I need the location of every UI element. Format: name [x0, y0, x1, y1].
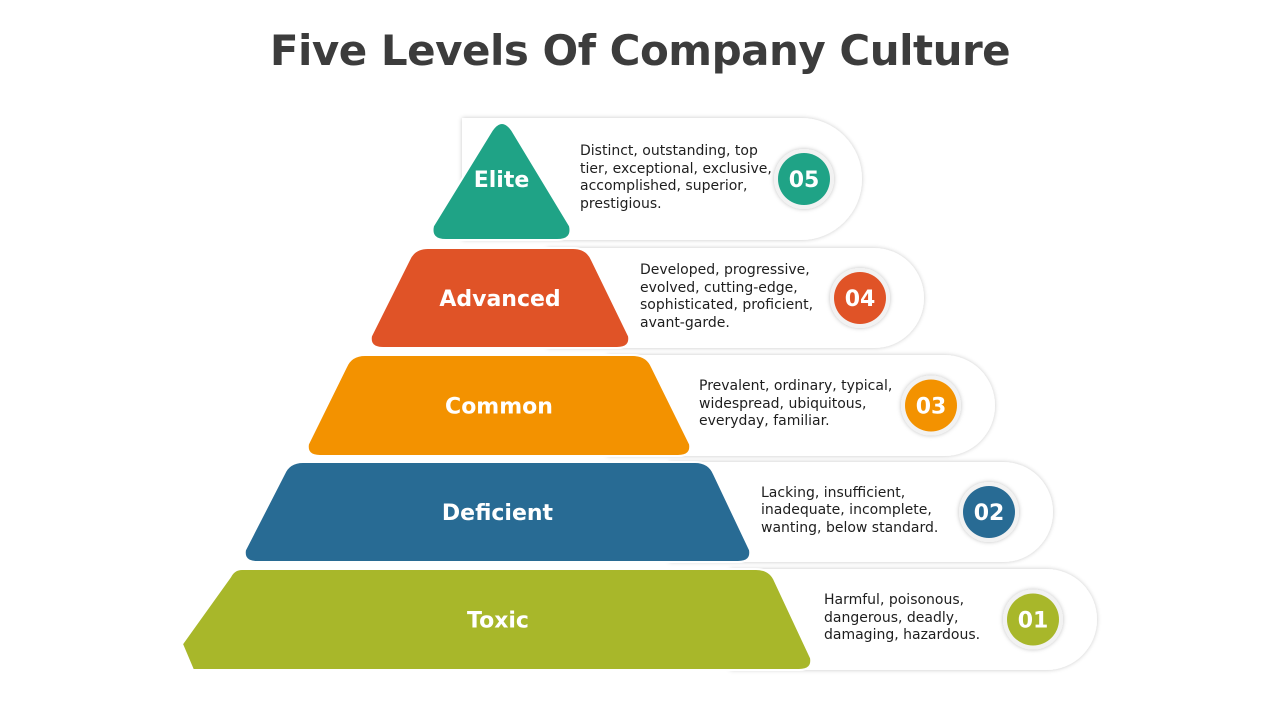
description-line: inadequate, incomplete, — [761, 502, 932, 519]
card-deficient — [669, 462, 1053, 562]
card-common — [607, 355, 995, 456]
description-line: dangerous, deadly, — [824, 609, 959, 626]
level-label-elite: Elite — [474, 168, 530, 193]
description-line: accomplished, superior, — [580, 178, 748, 194]
level-label-toxic: Toxic — [467, 609, 529, 634]
pyramid-level-deficient — [243, 461, 752, 563]
description-line: sophisticated, proficient, — [640, 297, 814, 313]
pyramid-level-common — [306, 354, 692, 457]
description-line: prestigious. — [580, 195, 662, 212]
level-description-deficient: Lacking, insufficient,inadequate, incomp… — [761, 485, 938, 538]
pyramid-level-toxic — [180, 568, 813, 671]
number-badge-advanced: 04 — [830, 268, 890, 328]
description-line: Developed, progressive, — [640, 262, 810, 278]
description-line: Distinct, outstanding, top — [580, 143, 758, 159]
description-line: damaging, hazardous. — [824, 627, 981, 644]
number-badge-common: 03 — [901, 375, 961, 436]
number-badge-toxic: 01 — [1003, 589, 1063, 650]
card-elite — [462, 118, 862, 240]
description-line: evolved, cutting-edge, — [640, 279, 798, 296]
card-advanced — [547, 248, 924, 348]
level-label-advanced: Advanced — [439, 287, 560, 312]
level-description-advanced: Developed, progressive,evolved, cutting-… — [640, 262, 813, 332]
level-number-common: 03 — [916, 395, 947, 420]
number-badge-deficient: 02 — [959, 482, 1019, 542]
description-line: tier, exceptional, exclusive, — [580, 160, 772, 177]
page-title: Five Levels Of Company Culture — [269, 26, 1011, 75]
level-number-elite: 05 — [789, 168, 820, 193]
pyramid-level-advanced — [369, 247, 631, 349]
description-line: widespread, ubiquitous, — [699, 395, 867, 412]
description-line: avant-garde. — [640, 314, 730, 331]
level-number-deficient: 02 — [974, 501, 1005, 526]
level-label-common: Common — [445, 395, 553, 420]
description-line: Lacking, insufficient, — [761, 484, 906, 501]
description-line: everyday, familiar. — [699, 413, 830, 430]
level-label-deficient: Deficient — [442, 501, 554, 526]
description-line: wanting, below standard. — [761, 519, 939, 536]
level-description-common: Prevalent, ordinary, typical,widespread,… — [699, 378, 892, 431]
level-description-toxic: Harmful, poisonous,dangerous, deadly,dam… — [824, 592, 980, 645]
pyramid-level-elite — [431, 122, 572, 241]
level-number-advanced: 04 — [845, 287, 876, 312]
description-line: Prevalent, ordinary, typical, — [699, 378, 893, 395]
number-badge-elite: 05 — [774, 149, 834, 209]
card-toxic — [730, 569, 1097, 670]
level-number-toxic: 01 — [1018, 609, 1049, 634]
description-line: Harmful, poisonous, — [824, 592, 965, 609]
